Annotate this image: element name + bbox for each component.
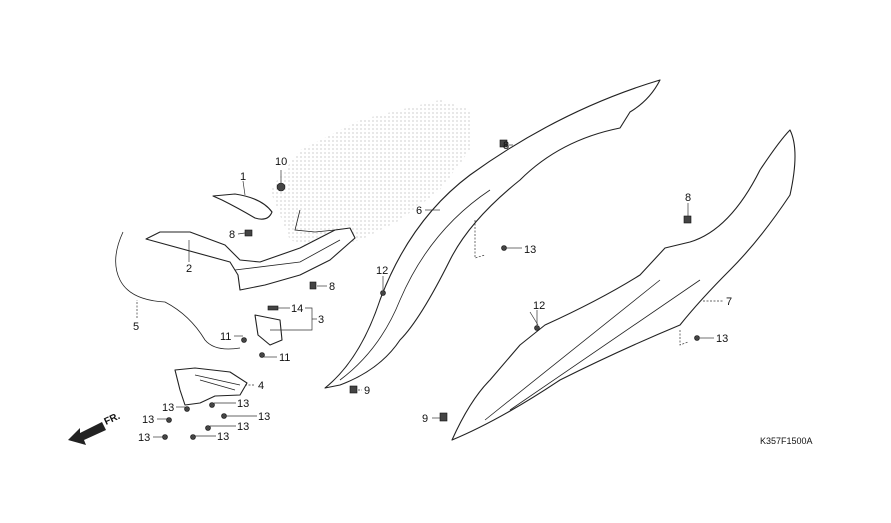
callout-13: 13 <box>237 398 249 410</box>
callout-9: 9 <box>422 413 428 425</box>
front-direction-arrow: FR. <box>68 411 122 445</box>
callout-9: 9 <box>364 385 370 397</box>
callout-13: 13 <box>237 421 249 433</box>
part-8-nut <box>499 139 508 148</box>
callout-12: 12 <box>376 265 388 277</box>
part-1-inner-cover <box>212 193 273 220</box>
callout-10: 10 <box>275 156 287 168</box>
part-3-latch-bracket <box>254 305 283 346</box>
callout-13: 13 <box>217 431 229 443</box>
part-6-side-cover-inner <box>324 79 661 389</box>
callout-13: 13 <box>524 244 536 256</box>
diagram-code: K357F1500A <box>760 436 813 446</box>
part-7-body-cover <box>451 129 796 441</box>
callout-6: 6 <box>416 205 422 217</box>
part-8-nut <box>683 215 692 224</box>
callout-5: 5 <box>133 321 139 333</box>
callout-8: 8 <box>329 281 335 293</box>
part-11-screw <box>259 352 265 358</box>
part-12-screw <box>380 290 386 296</box>
callout-8: 8 <box>229 229 235 241</box>
part-5-cable <box>115 231 241 350</box>
callout-13: 13 <box>138 432 150 444</box>
part-8-nut <box>309 281 317 290</box>
part-12-screw <box>534 325 540 331</box>
callout-14: 14 <box>291 303 303 315</box>
callout-13: 13 <box>142 414 154 426</box>
part-13-screws <box>162 245 700 440</box>
callout-11: 11 <box>220 331 231 343</box>
callout-13: 13 <box>258 411 270 423</box>
callout-8: 8 <box>685 192 691 204</box>
callout-4: 4 <box>258 380 264 392</box>
front-marker-label: FR. <box>103 411 122 428</box>
leader-lines <box>136 144 724 438</box>
part-10-clip <box>276 170 286 192</box>
callout-13: 13 <box>716 333 728 345</box>
part-4-step-cover <box>174 367 248 406</box>
callout-12: 12 <box>533 300 545 312</box>
part-9-nut <box>349 385 358 394</box>
callout-8: 8 <box>503 140 509 152</box>
part-8-nut <box>244 229 253 237</box>
callout-7: 7 <box>726 296 732 308</box>
callout-13: 13 <box>162 402 174 414</box>
part-2-floor-panel <box>145 209 356 291</box>
callout-3: 3 <box>318 314 324 326</box>
callout-2: 2 <box>186 263 192 275</box>
callout-11: 11 <box>279 352 290 364</box>
callout-1: 1 <box>240 171 246 183</box>
part-9-nut <box>439 412 448 422</box>
part-11-screw <box>241 337 247 343</box>
brand-wing-watermark <box>270 100 470 250</box>
